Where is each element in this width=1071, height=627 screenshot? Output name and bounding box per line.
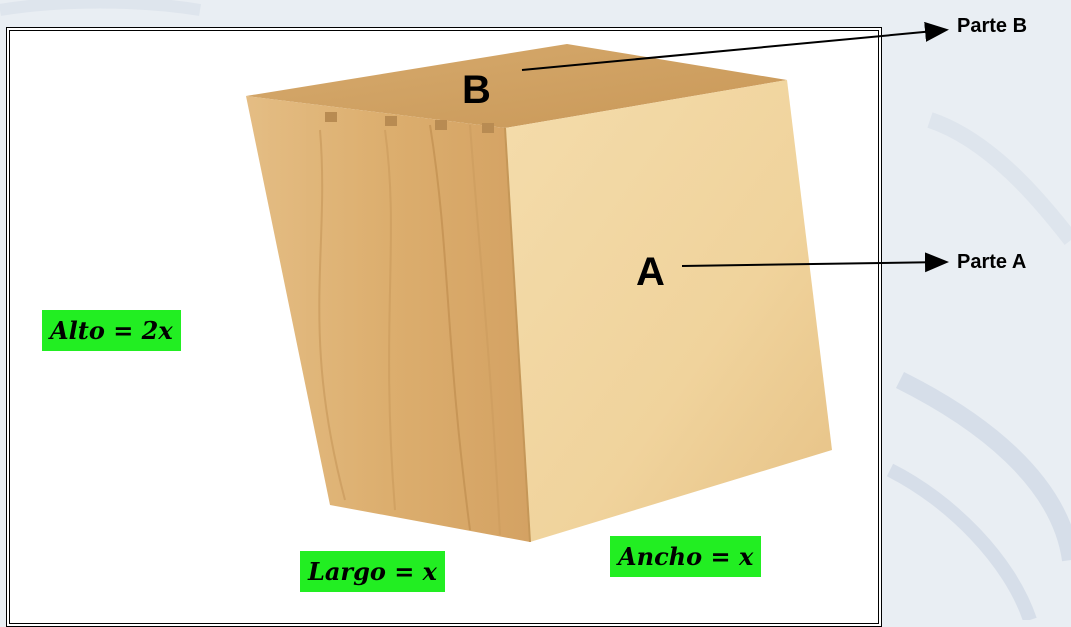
face-label-b: B [462,68,491,112]
height-label: Alto = 2x [42,310,181,351]
part-a-label: Parte A [957,251,1027,273]
part-b-label: Parte B [957,15,1028,37]
length-label: Largo = x [300,551,445,592]
right-face [505,80,832,542]
width-label: Ancho = x [610,536,762,577]
face-label-a: A [636,250,665,294]
